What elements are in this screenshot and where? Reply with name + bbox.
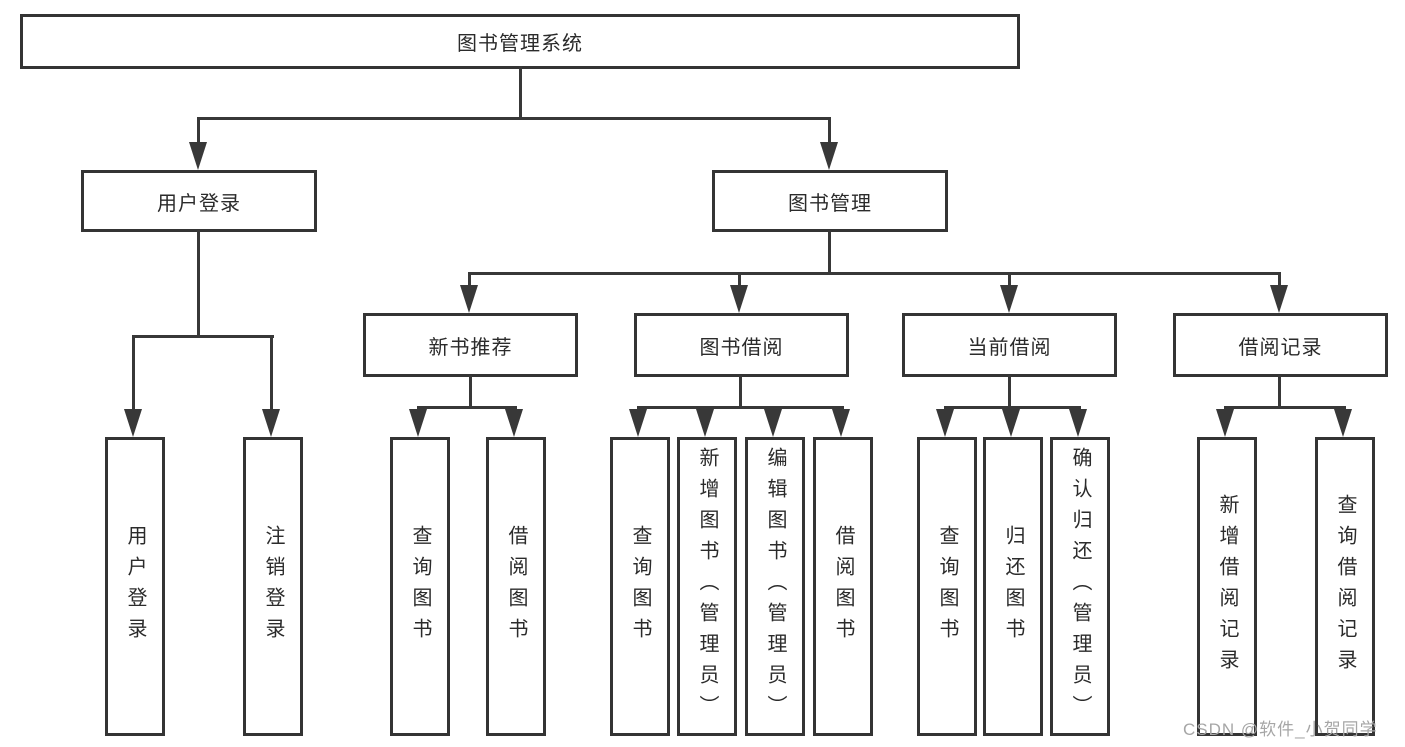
connector-line-new-book-rec-trunk: [469, 375, 472, 408]
connector-arrow-bb-borrow: [832, 409, 850, 437]
connector-line-to-book-mgmt: [828, 117, 831, 144]
node-current-borrow: 当前借阅: [902, 313, 1117, 377]
connector-line-to-new-book-rec: [468, 272, 471, 288]
connector-arrow-bb-query: [629, 409, 647, 437]
leaf-rec-borrow-books-label: 借阅图书: [505, 524, 527, 649]
watermark: CSDN @软件_小贺同学: [1183, 720, 1378, 739]
node-user-login-label: 用户登录: [157, 192, 241, 215]
leaf-user-login-label: 用户登录: [124, 524, 146, 649]
connector-arrow-rec-query: [409, 409, 427, 437]
node-root-label: 图书管理系统: [457, 33, 583, 55]
leaf-rec-query-books: 查询图书: [390, 437, 450, 736]
leaf-bb-add-books-label: 新增图书（管理员）: [696, 447, 718, 726]
connector-arrow-new-book-rec: [460, 285, 478, 313]
leaf-cb-query-books-label: 查询图书: [936, 524, 958, 649]
connector-line-to-current-borrow: [1008, 272, 1011, 288]
leaf-cb-return-books-label: 归还图书: [1002, 524, 1024, 649]
connector-rail-user-login: [133, 335, 274, 338]
connector-line-to-borrow-records: [1278, 272, 1281, 288]
connector-arrow-bb-edit: [764, 409, 782, 437]
connector-arrow-cb-return: [1002, 409, 1020, 437]
leaf-cb-confirm-return-label: 确认归还（管理员）: [1069, 447, 1091, 726]
node-borrow-records-label: 借阅记录: [1238, 336, 1323, 359]
connector-rail-borrow-records: [1224, 406, 1346, 409]
connector-arrow-current-borrow: [1000, 285, 1018, 313]
connector-line-to-leaf-logout: [270, 335, 273, 412]
leaf-bb-add-books: 新增图书（管理员）: [677, 437, 737, 736]
connector-line-root-trunk: [519, 66, 522, 119]
node-new-book-rec: 新书推荐: [363, 313, 578, 377]
leaf-br-query-record-label: 查询借阅记录: [1334, 493, 1356, 680]
connector-line-book-mgmt-trunk: [828, 230, 831, 274]
connector-arrow-book-borrow: [730, 285, 748, 313]
leaf-bb-borrow-books: 借阅图书: [813, 437, 873, 736]
leaf-br-add-record-label: 新增借阅记录: [1216, 493, 1238, 680]
leaf-bb-query-books-label: 查询图书: [629, 524, 651, 649]
connector-rail-level3: [468, 272, 1281, 275]
connector-arrow-borrow-records: [1270, 285, 1288, 313]
connector-line-to-user-login: [197, 117, 200, 144]
connector-arrow-leaf-logout: [262, 409, 280, 437]
connector-line-current-borrow-trunk: [1008, 375, 1011, 408]
connector-arrow-br-add: [1216, 409, 1234, 437]
leaf-cb-confirm-return: 确认归还（管理员）: [1050, 437, 1110, 736]
leaf-bb-borrow-books-label: 借阅图书: [832, 524, 854, 649]
connector-line-borrow-records-trunk: [1278, 375, 1281, 408]
connector-rail-new-book-rec: [417, 406, 517, 409]
node-user-login: 用户登录: [81, 170, 317, 232]
connector-arrow-cb-query: [936, 409, 954, 437]
connector-rail-book-borrow: [637, 406, 844, 409]
leaf-bb-edit-books: 编辑图书（管理员）: [745, 437, 805, 736]
leaf-logout-label: 注销登录: [262, 524, 284, 649]
leaf-cb-return-books: 归还图书: [983, 437, 1043, 736]
connector-arrow-br-query: [1334, 409, 1352, 437]
node-new-book-rec-label: 新书推荐: [428, 336, 513, 359]
connector-arrow-bb-add: [696, 409, 714, 437]
connector-arrow-rec-borrow: [505, 409, 523, 437]
connector-rail-level1: [197, 117, 831, 120]
connector-line-book-borrow-trunk: [739, 375, 742, 408]
node-book-mgmt-label: 图书管理: [788, 192, 872, 215]
connector-line-to-leaf-user-login: [132, 335, 135, 412]
node-book-borrow-label: 图书借阅: [699, 336, 784, 359]
connector-arrow-leaf-user-login: [124, 409, 142, 437]
leaf-user-login: 用户登录: [105, 437, 165, 736]
connector-arrow-book-mgmt: [820, 142, 838, 170]
leaf-br-add-record: 新增借阅记录: [1197, 437, 1257, 736]
leaf-rec-borrow-books: 借阅图书: [486, 437, 546, 736]
leaf-rec-query-books-label: 查询图书: [409, 524, 431, 649]
connector-line-to-book-borrow: [738, 272, 741, 288]
leaf-bb-edit-books-label: 编辑图书（管理员）: [764, 447, 786, 726]
connector-arrow-cb-confirm: [1069, 409, 1087, 437]
node-root: 图书管理系统: [20, 14, 1020, 69]
node-book-mgmt: 图书管理: [712, 170, 948, 232]
node-borrow-records: 借阅记录: [1173, 313, 1388, 377]
connector-line-user-login-trunk: [197, 230, 200, 337]
node-current-borrow-label: 当前借阅: [967, 336, 1052, 359]
connector-arrow-user-login: [189, 142, 207, 170]
node-book-borrow: 图书借阅: [634, 313, 849, 377]
leaf-bb-query-books: 查询图书: [610, 437, 670, 736]
leaf-logout: 注销登录: [243, 437, 303, 736]
leaf-br-query-record: 查询借阅记录: [1315, 437, 1375, 736]
leaf-cb-query-books: 查询图书: [917, 437, 977, 736]
